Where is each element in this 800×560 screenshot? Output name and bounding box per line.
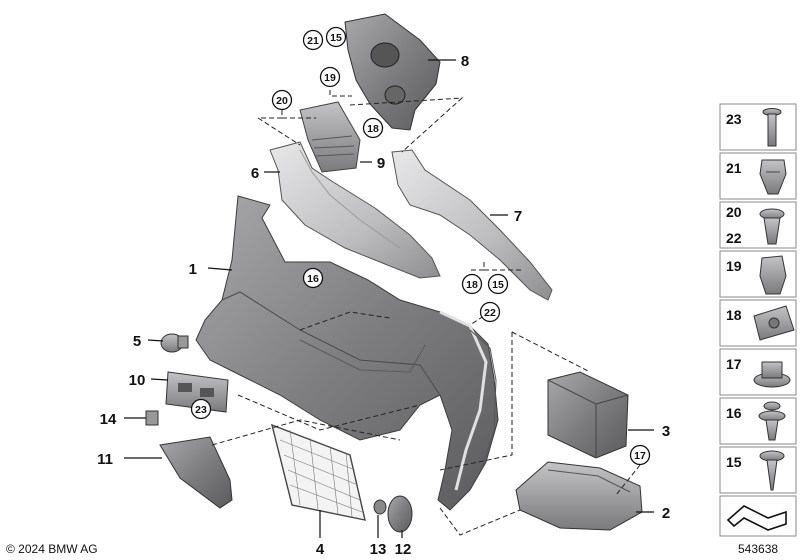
expanding-rivet-icon	[758, 401, 786, 441]
part-8-top-bracket	[344, 13, 441, 131]
clip-icon	[759, 159, 787, 195]
circle-text-23: 23	[195, 404, 207, 416]
circle-text-21: 21	[307, 35, 319, 47]
legend-cell-20-22	[719, 201, 797, 249]
legend-label-20: 20	[726, 204, 742, 220]
label-5: 5	[133, 333, 141, 350]
spring-clip-icon	[759, 255, 787, 295]
part-5-clip	[160, 333, 189, 353]
flange-nut-icon	[753, 361, 791, 388]
circle-text-17: 17	[634, 450, 646, 462]
label-10: 10	[129, 372, 146, 389]
legend-label-17: 17	[726, 356, 742, 372]
part-12-cap	[387, 495, 413, 533]
label-7: 7	[514, 208, 522, 225]
legend-label-21: 21	[726, 160, 742, 176]
speed-nut-icon	[753, 305, 795, 341]
circle-17	[629, 444, 651, 466]
circle-15-top	[325, 26, 347, 48]
leader-lines	[211, 90, 641, 536]
circle-text-15-top: 15	[330, 32, 342, 44]
legend-cell-23	[719, 103, 797, 151]
circle-23	[190, 398, 212, 420]
orientation-arrow-icon	[726, 505, 787, 531]
circle-text-22: 22	[484, 307, 496, 319]
circle-label-texts: 21 15 19 20 18 16 18 15 22 23 17	[195, 32, 646, 462]
circle-20	[271, 89, 293, 111]
circle-text-19: 19	[324, 72, 336, 84]
label-12: 12	[395, 541, 412, 558]
legend-cell-17	[719, 348, 797, 396]
label-11: 11	[97, 451, 113, 468]
part-11-cover-flap	[159, 436, 233, 509]
label-6: 6	[251, 165, 259, 182]
circle-text-18-right: 18	[466, 279, 478, 291]
fastener-legend: 23 21 20 22 19 18 17 16 15	[719, 103, 797, 537]
diagram-reference-number: 543638	[738, 542, 779, 556]
label-13: 13	[370, 541, 387, 558]
copyright-notice: © 2024 BMW AG	[6, 542, 98, 556]
legend-label-18: 18	[726, 307, 742, 323]
label-4: 4	[316, 541, 325, 558]
part-9-vent-insert	[299, 101, 361, 173]
legend-cell-16	[719, 397, 797, 445]
circle-text-16: 16	[307, 273, 319, 285]
main-number-labels: 1 2 3 4 5 6 7 8 9 10 11 12 13 14	[97, 53, 670, 558]
legend-label-19: 19	[726, 258, 742, 274]
circle-15-right	[487, 273, 509, 295]
part-14-plug	[145, 410, 159, 426]
circle-16	[302, 267, 324, 289]
circle-18-top	[362, 117, 384, 139]
circle-text-15-right: 15	[492, 279, 504, 291]
number-leaders	[124, 59, 654, 538]
screw-icon	[759, 450, 785, 491]
circle-22	[479, 301, 501, 323]
label-8: 8	[461, 53, 469, 70]
part-6-upper-trim	[269, 141, 441, 279]
part-13-fastener	[373, 499, 387, 515]
circle-labels	[190, 26, 651, 466]
part-2-tray	[515, 461, 643, 531]
circle-19	[319, 66, 341, 88]
label-14: 14	[100, 411, 117, 428]
circle-text-20: 20	[276, 95, 288, 107]
circle-18-right	[461, 273, 483, 295]
part-4-luggage-net	[270, 423, 366, 521]
part-3-foam-block	[547, 371, 629, 459]
label-9: 9	[377, 155, 385, 172]
part-10-switch-bracket	[165, 371, 229, 413]
legend-label-23: 23	[726, 111, 742, 127]
push-rivet-icon	[759, 208, 785, 245]
part-1-side-trim-panel	[195, 195, 499, 511]
bolt-icon	[762, 108, 782, 147]
legend-label-22: 22	[726, 230, 742, 246]
circle-21	[302, 29, 324, 51]
circle-text-18-top: 18	[367, 123, 379, 135]
legend-label-16: 16	[726, 405, 742, 421]
label-2: 2	[662, 505, 670, 522]
label-3: 3	[662, 423, 670, 440]
label-1: 1	[189, 261, 197, 278]
part-7-long-bracket	[391, 149, 553, 301]
legend-label-15: 15	[726, 454, 742, 470]
